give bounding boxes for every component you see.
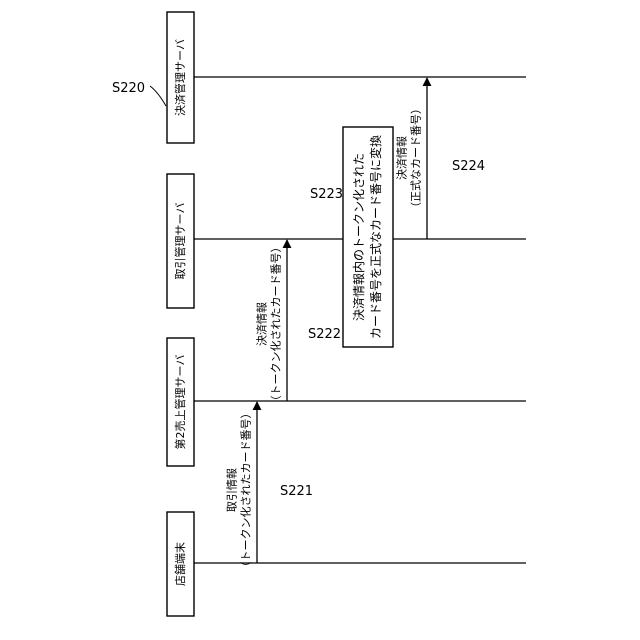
- process-s223-line2: カード番号を正式なカード番号に変換: [368, 135, 383, 339]
- step-s221: S221: [280, 484, 313, 499]
- lane-settle: 決済管理サーバ: [167, 12, 526, 143]
- process-s223-line1: 決済情報内のトークン化された: [351, 153, 366, 321]
- step-s224: S224: [452, 159, 485, 174]
- participant-trade-label: 取引管理サーバ: [173, 203, 187, 280]
- message-s224-line1: 決済情報: [395, 136, 409, 180]
- lane-sales2: 第2売上管理サーバ: [167, 338, 526, 466]
- step-s223: S223: [310, 187, 343, 202]
- message-s222-line2: （トークン化されたカード番号）: [269, 242, 283, 407]
- message-s221-line1: 取引情報: [225, 468, 239, 512]
- step-s222: S222: [308, 327, 341, 342]
- process-s223: 決済情報内のトークン化された カード番号を正式なカード番号に変換 S223: [310, 127, 393, 347]
- message-s221: 取引情報 （トークン化されたカード番号） S221: [225, 402, 314, 573]
- message-s224: 決済情報 （正式なカード番号） S224: [395, 78, 486, 239]
- participant-store-label: 店舗端末: [173, 542, 187, 586]
- diagram-label-leader: [150, 86, 166, 106]
- message-s222-line1: 決済情報: [255, 302, 269, 346]
- message-s222: 決済情報 （トークン化されたカード番号） S222: [255, 240, 342, 407]
- lane-store: 店舗端末: [167, 512, 526, 616]
- process-s223-box: [343, 127, 393, 347]
- message-s224-line2: （正式なカード番号）: [410, 103, 423, 213]
- participant-sales2-label: 第2売上管理サーバ: [173, 355, 187, 450]
- message-s221-line2: （トークン化されたカード番号）: [239, 408, 253, 573]
- diagram-label: S220: [112, 81, 145, 96]
- participant-settle-label: 決済管理サーバ: [173, 39, 187, 116]
